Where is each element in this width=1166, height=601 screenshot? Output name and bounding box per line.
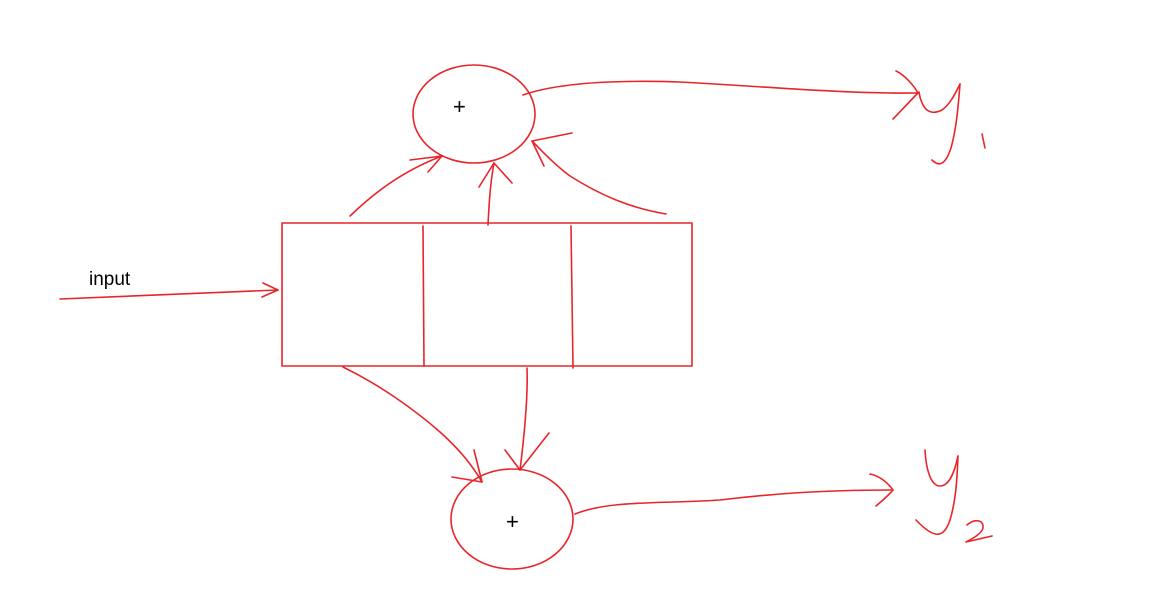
register-divider-1 bbox=[422, 225, 425, 367]
register-divider-2 bbox=[570, 225, 574, 369]
output-label-y2 bbox=[915, 449, 993, 543]
tap-line-right-top bbox=[531, 140, 667, 215]
input-label: input bbox=[89, 269, 131, 290]
output-arrow-y2 bbox=[574, 473, 894, 515]
top-adder-circle bbox=[412, 64, 536, 164]
bottom-adder-symbol: + bbox=[506, 509, 519, 534]
tap-line-left-bottom bbox=[342, 366, 483, 483]
output-arrow-y1 bbox=[522, 70, 919, 120]
tap-line-middle-top bbox=[487, 162, 495, 226]
tap-arrowhead-middle-top bbox=[478, 162, 513, 188]
tap-arrowhead-right-top bbox=[531, 132, 573, 167]
shift-register bbox=[281, 222, 693, 369]
bottom-adder-circle bbox=[450, 468, 574, 570]
tap-line-left-top bbox=[349, 155, 443, 217]
bottom-adder: + bbox=[450, 468, 574, 570]
tap-arrowhead-left-bottom bbox=[451, 449, 483, 483]
input-arrow bbox=[59, 282, 279, 300]
tap-arrows-top bbox=[349, 132, 667, 226]
tap-arrowhead-middle-bottom bbox=[504, 432, 550, 471]
register-box bbox=[281, 222, 693, 367]
tap-arrows-bottom bbox=[342, 366, 550, 483]
output-label-y1 bbox=[918, 83, 986, 165]
top-adder: + bbox=[412, 64, 536, 164]
top-adder-symbol: + bbox=[453, 94, 466, 119]
tap-line-middle-bottom bbox=[519, 367, 528, 471]
tap-arrowhead-left-top bbox=[409, 155, 443, 173]
